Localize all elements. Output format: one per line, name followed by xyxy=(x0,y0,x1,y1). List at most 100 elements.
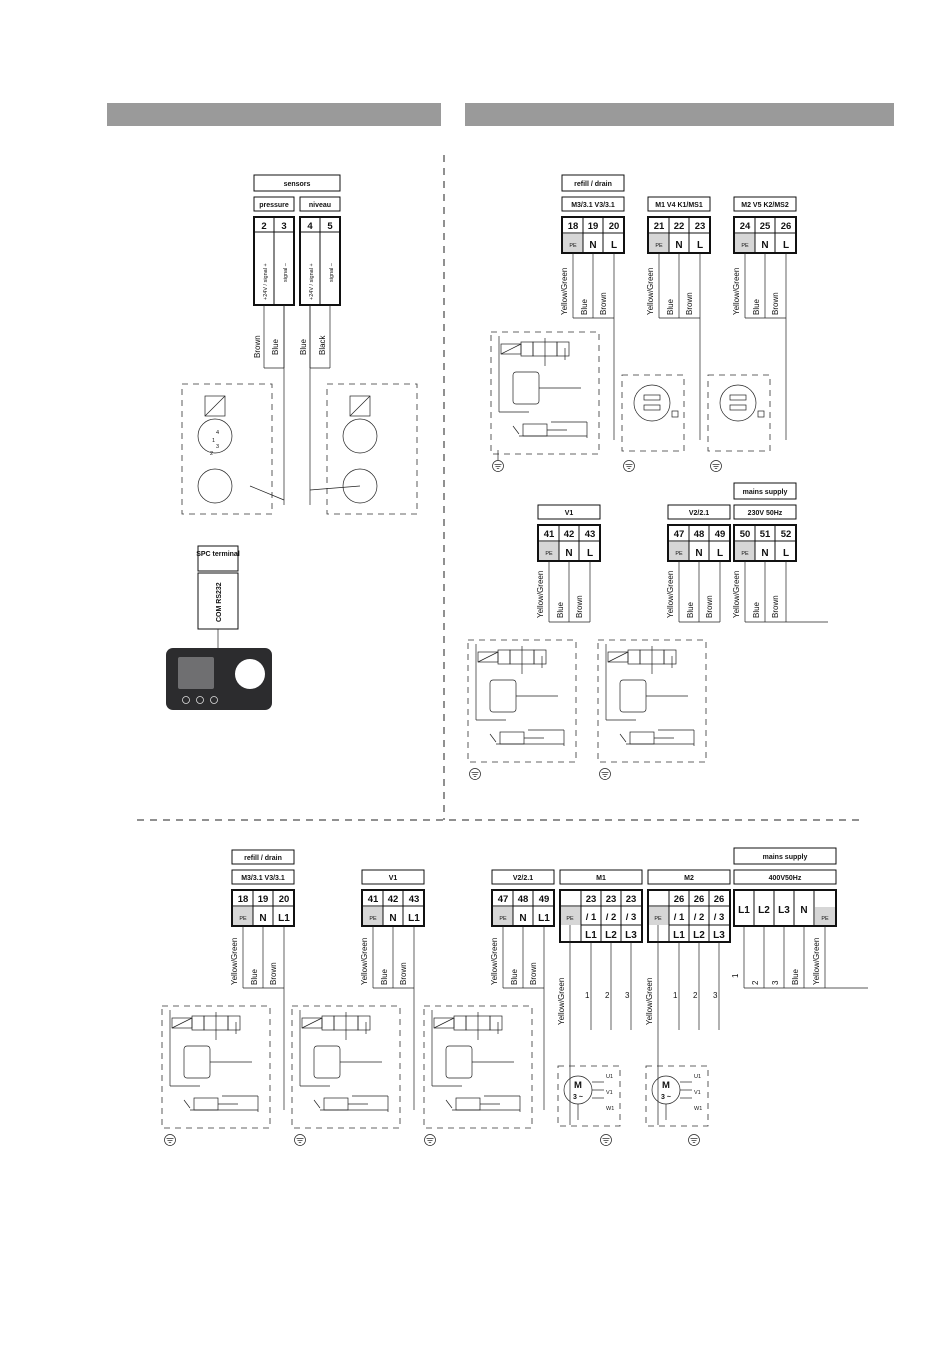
diagram-label: 23 xyxy=(695,221,706,232)
diagram-label: PE xyxy=(741,243,749,249)
v2-label: V2/2.1 xyxy=(689,510,709,517)
diagram-label: 2 xyxy=(693,991,698,1000)
spc-knob xyxy=(235,659,265,689)
heater-element-icon xyxy=(707,374,771,452)
diagram-label: 23 xyxy=(586,894,597,905)
diagram-label: 23 xyxy=(626,894,637,905)
diagram-label: L3 xyxy=(778,905,790,916)
diagram-label: L3 xyxy=(625,930,637,941)
spc-title: SPC terminal xyxy=(196,551,240,558)
diagram-label: Yellow/Green xyxy=(230,938,239,985)
diagram-label: L1 xyxy=(673,930,685,941)
diagram-label: Yellow/Green xyxy=(646,268,655,315)
sensors-block: sensors pressure niveau 2 3 4 5 +24V / s… xyxy=(181,174,418,515)
diagram-label: Yellow/Green xyxy=(557,978,566,1025)
diagram-label: Blue xyxy=(686,601,695,618)
pressure-label: pressure xyxy=(259,202,289,209)
pin-label: 2 xyxy=(210,451,213,457)
diagram-label: Blue xyxy=(666,298,675,315)
diagram-label: / 2 xyxy=(606,912,617,923)
diagram-label: Yellow/Green xyxy=(490,938,499,985)
v1-label: V1 xyxy=(389,875,398,882)
diagram-label: 18 xyxy=(238,894,249,905)
terminal-2: 2 xyxy=(261,221,266,232)
diagram-label: L xyxy=(697,240,703,251)
pin-label: 1 xyxy=(212,438,215,444)
diagram-label: Yellow/Green xyxy=(666,571,675,618)
diagram-label: W1 xyxy=(694,1106,702,1112)
diagram-label: 25 xyxy=(760,221,771,232)
m2-label: M2 xyxy=(684,875,694,882)
diagram-label: W1 xyxy=(606,1106,614,1112)
diagram-label: 26 xyxy=(781,221,792,232)
diagram-label: L1 xyxy=(278,913,290,924)
sensors-title: sensors xyxy=(284,181,311,188)
mains-supply-title: mains supply xyxy=(763,854,808,861)
diagram-label: Blue xyxy=(556,601,565,618)
diagram-label: 1 xyxy=(585,991,590,1000)
diagram-label: Brown xyxy=(269,962,278,985)
v1-label: V1 xyxy=(565,510,574,517)
diagram-label: PE xyxy=(239,916,247,922)
left-header-bar xyxy=(107,103,441,126)
diagram-label: 52 xyxy=(781,529,792,540)
diagram-label: 3 xyxy=(625,991,630,1000)
diagram-label: PE xyxy=(675,551,683,557)
diagram-label: 43 xyxy=(409,894,420,905)
diagram-label: Blue xyxy=(380,968,389,985)
right-header-bar xyxy=(465,103,894,126)
diagram-label: 47 xyxy=(674,529,685,540)
diagram-label: 3 ~ xyxy=(573,1094,583,1101)
diagram-label: 41 xyxy=(544,529,555,540)
diagram-label: L xyxy=(611,240,617,251)
diagram-label: PE xyxy=(369,916,377,922)
diagram-label: L2 xyxy=(693,930,705,941)
terminal-group-label: M1 V4 K1/MS1 xyxy=(655,202,703,209)
diagram-label: Brown xyxy=(529,962,538,985)
diagram-label: PE xyxy=(741,551,749,557)
diagram-label: 1 xyxy=(731,973,740,978)
diagram-label: PE xyxy=(566,916,574,922)
diagram-label: 42 xyxy=(564,529,575,540)
diagram-label: V1 xyxy=(694,1090,701,1096)
terminal-group-label: M3/3.1 V3/3.1 xyxy=(241,875,285,882)
solenoid-valve-icon xyxy=(597,639,707,763)
terminal-5: 5 xyxy=(327,221,333,232)
diagram-label: 2 xyxy=(751,980,760,985)
diagram-label: 19 xyxy=(588,221,599,232)
diagram-label: N xyxy=(589,240,596,251)
diagram-label: N xyxy=(259,913,266,924)
diagram-label: N xyxy=(761,548,768,559)
diagram-label: N xyxy=(519,913,526,924)
diagram-label: Brown xyxy=(771,595,780,618)
diagram-label: 26 xyxy=(714,894,725,905)
solenoid-valve-icon xyxy=(467,639,577,763)
diagram-label: L1 xyxy=(408,913,420,924)
diagram-label: 50 xyxy=(740,529,751,540)
diagram-label: N xyxy=(389,913,396,924)
diagram-label: Yellow/Green xyxy=(812,938,821,985)
signal-label: signal – xyxy=(329,262,335,282)
diagram-label: 20 xyxy=(279,894,290,905)
pressure-sensor-icon xyxy=(181,383,273,515)
level-sensor-icon xyxy=(326,383,418,515)
terminal-3: 3 xyxy=(281,221,286,232)
lower-terminals: refill / drain M3/3.1 V3/3.1 18 19 20 PE… xyxy=(161,847,868,1146)
com-port-label: COM RS232 xyxy=(216,582,223,622)
diagram-label: 2 xyxy=(605,991,610,1000)
diagram-label: 48 xyxy=(694,529,705,540)
terminal-group-label: M3/3.1 V3/3.1 xyxy=(571,202,615,209)
terminal-4: 4 xyxy=(307,221,313,232)
diagram-label: L xyxy=(587,548,593,559)
diagram-label: N xyxy=(565,548,572,559)
diagram-label: N xyxy=(675,240,682,251)
wire-label: Black xyxy=(318,334,327,355)
diagram-label: / 3 xyxy=(626,912,637,923)
diagram-label: PE xyxy=(654,916,662,922)
v2-label: V2/2.1 xyxy=(513,875,533,882)
diagram-label: 3 xyxy=(713,991,718,1000)
diagram-label: Blue xyxy=(752,298,761,315)
niveau-label: niveau xyxy=(309,202,331,209)
solenoid-valve-icon xyxy=(423,1005,533,1129)
refill-drain-title: refill / drain xyxy=(244,855,282,862)
